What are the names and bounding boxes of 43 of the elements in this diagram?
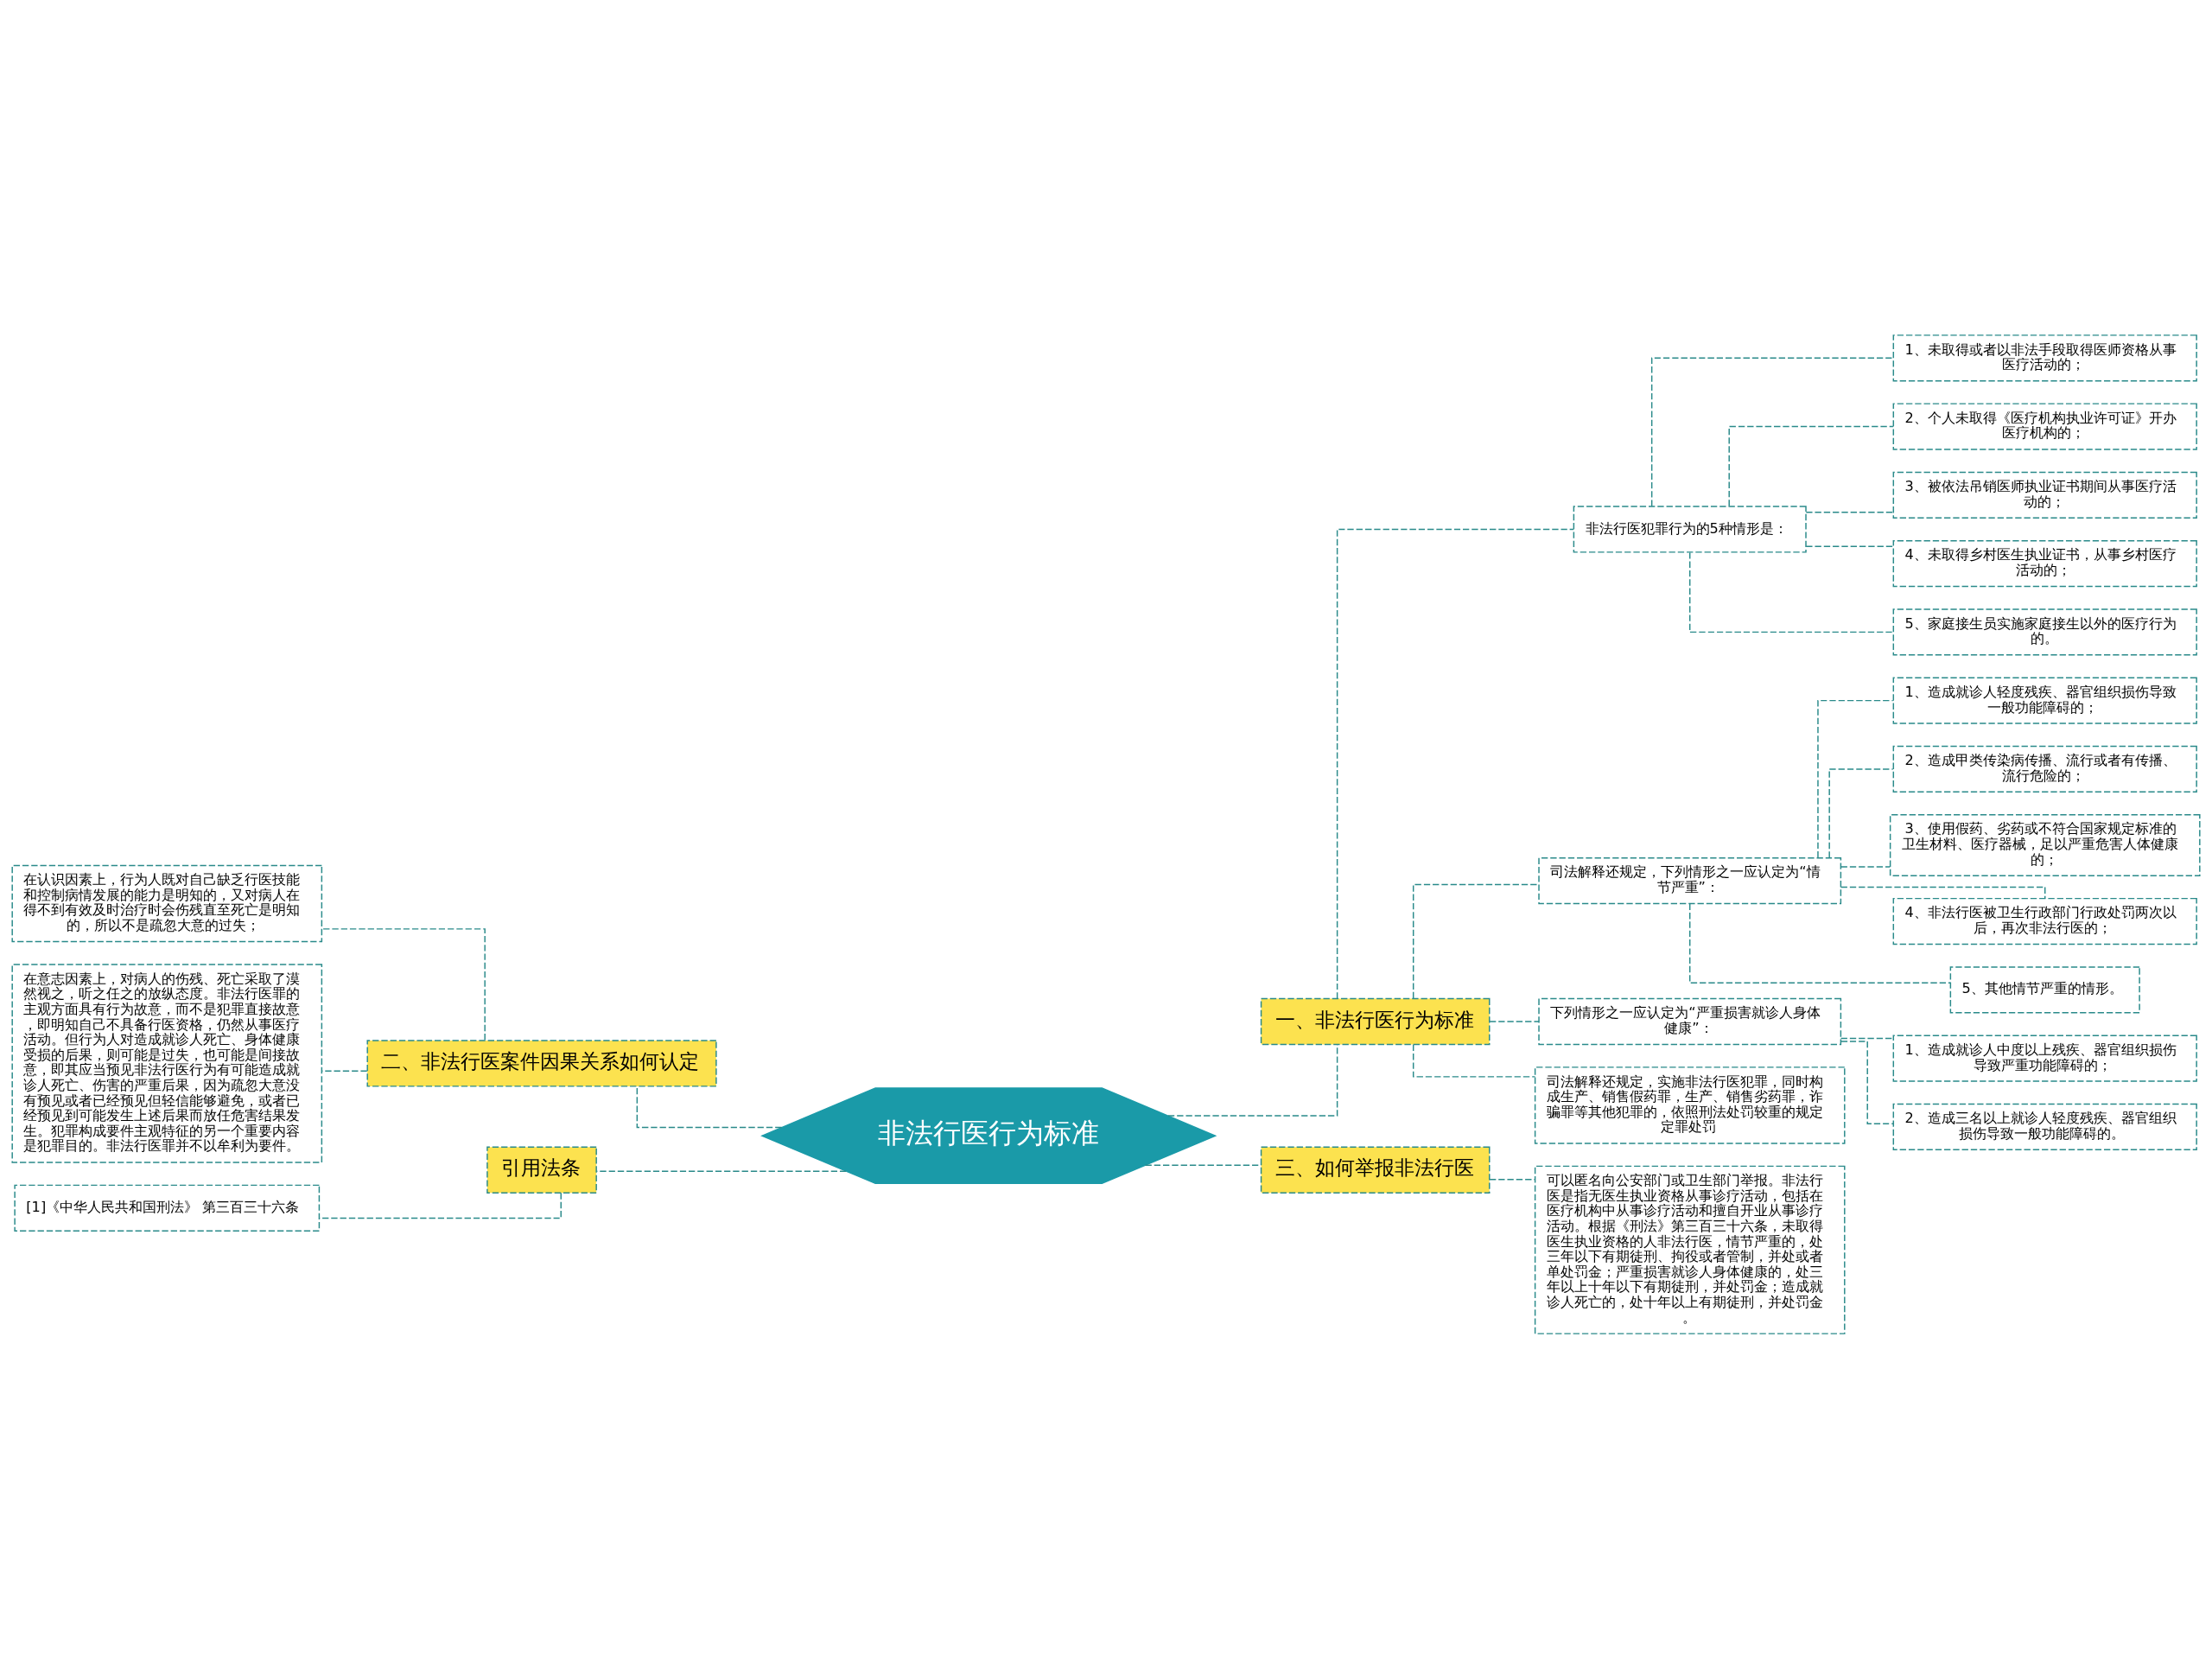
connector bbox=[1412, 883, 1540, 999]
connector bbox=[1489, 1178, 1536, 1180]
node-box: 三、如何举报非法行医 bbox=[1260, 1146, 1491, 1194]
node-box: 2、造成三名以上就诊人轻度残疾、器官组织损伤导致一般功能障碍的。 bbox=[1892, 1103, 2197, 1150]
node-box: 5、家庭接生员实施家庭接生以外的医疗行为的。 bbox=[1892, 608, 2197, 656]
node-box: 1、造成就诊人轻度残疾、器官组织损伤导致一般功能障碍的； bbox=[1892, 676, 2197, 724]
connector bbox=[1828, 767, 1894, 858]
connector bbox=[1412, 1043, 1536, 1078]
connector bbox=[1840, 1037, 1894, 1039]
connector bbox=[1728, 425, 1894, 506]
node-box: 3、被依法吊销医师执业证书期间从事医疗活动的； bbox=[1892, 471, 2197, 519]
node-box: 2、造成甲类传染病传播、流行或者有传播、流行危险的； bbox=[1892, 745, 2197, 793]
node-box: 2、个人未取得《医疗机构执业许可证》开办医疗机构的； bbox=[1892, 402, 2197, 450]
node-box: 可以匿名向公安部门或卫生部门举报。非法行医是指无医生执业资格从事诊疗活动，包括在医疗机构中从事诊疗活动和擅自开业从事诊疗活动。根据《刑法》第三百三十六条，未取得医生执业资格的人非法行医，情节严重的，处三年以下有期徒刑、拘役或者管制，并处或者单处罚金；严重损害就诊人身体健康的，处三年以上十年以下有期徒刑，并处罚金；造成就诊人死亡的，处十年以上有期徒刑，并处罚金。 bbox=[1534, 1165, 1846, 1334]
node-box: 司法解释还规定，实施非法行医犯罪，同时构成生产、销售假药罪，生产、销售劣药罪，诈骗罪等其他犯罪的，依照刑法处罚较重的规定定罪处罚 bbox=[1534, 1066, 1846, 1144]
node-box: [1]《中华人民共和国刑法》 第三百三十六条 bbox=[14, 1184, 321, 1232]
connector bbox=[1688, 902, 1951, 984]
node-box: 下列情形之一应认定为“严重损害就诊人身体健康”： bbox=[1538, 997, 1842, 1045]
node-box: 在意志因素上，对病人的伤残、死亡采取了漠然视之，听之任之的放纵态度。非法行医罪的主观方面具有行为故意，而不是犯罪直接故意，即明知自己不具备行医资格，仍然从事医疗活动。但行为人对造成就诊人死亡、身体健康受损的后果，则可能是过失，也可能是间接故意，即其应当预见非法行医行为有可能造成就诊人死亡、伤害的严重后果，因为疏忽大意没有预见或者已经预见但轻信能够避免，或者已经预见到可能发生上述后果而放任危害结果发生。犯罪构成要件主观特征的另一个重要内容是犯罪目的。非法行医罪并不以牟利为要件。 bbox=[11, 963, 323, 1163]
connector bbox=[1489, 1020, 1540, 1022]
node-box: 4、非法行医被卫生行政部门行政处罚两次以后，再次非法行医的； bbox=[1892, 897, 2197, 945]
connector bbox=[321, 927, 486, 1041]
node-box: 司法解释还规定，下列情形之一应认定为“情节严重”： bbox=[1538, 856, 1842, 904]
node-box: 4、未取得乡村医生执业证书，从事乡村医疗活动的； bbox=[1892, 539, 2197, 587]
connector bbox=[1336, 528, 1574, 999]
node-box: 在认识因素上，行为人既对自己缺乏行医技能和控制病情发展的能力是明知的，又对病人在得不到有效及时治疗时会伤残直至死亡是明知的，所以不是疏忽大意的过失； bbox=[11, 864, 323, 942]
node-box: 5、其他情节严重的情形。 bbox=[1949, 965, 2140, 1013]
connector bbox=[1650, 357, 1894, 506]
node-box: 一、非法行医行为标准 bbox=[1260, 997, 1491, 1045]
connector bbox=[1840, 886, 2046, 899]
connector bbox=[1144, 1164, 1262, 1166]
connector bbox=[1688, 551, 1894, 633]
connector bbox=[1805, 545, 1894, 547]
node-box: 引用法条 bbox=[486, 1146, 597, 1194]
node-box: 二、非法行医案件因果关系如何认定 bbox=[366, 1039, 717, 1087]
node-box: 非法行医犯罪行为的5种情形是： bbox=[1573, 505, 1807, 553]
node-box: 1、造成就诊人中度以上残疾、器官组织损伤导致严重功能障碍的； bbox=[1892, 1034, 2197, 1082]
node-box: 1、未取得或者以非法手段取得医师资格从事医疗活动的； bbox=[1892, 334, 2197, 381]
node-box: 3、使用假药、劣药或不符合国家规定标准的卫生材料、医疗器械，足以严重危害人体健康的； bbox=[1889, 813, 2201, 876]
connector bbox=[1840, 865, 1891, 868]
connector bbox=[1817, 699, 1894, 858]
connector bbox=[321, 1070, 368, 1072]
connector bbox=[1805, 511, 1894, 512]
